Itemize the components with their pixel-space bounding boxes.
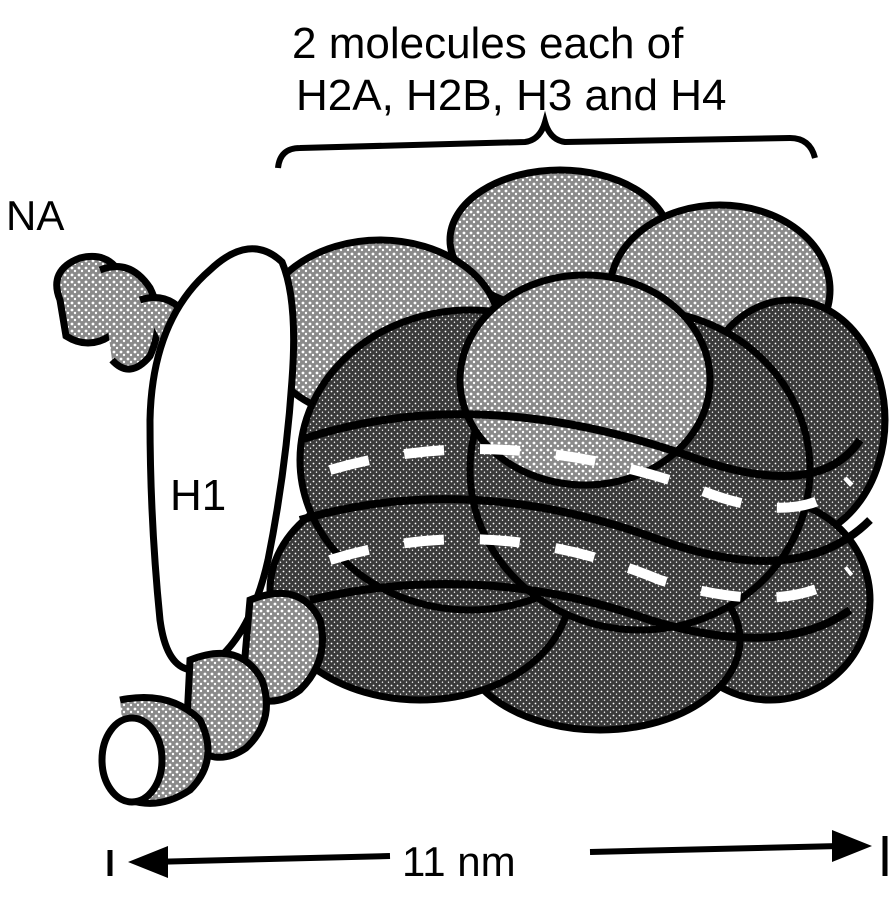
scale-arrow-right (832, 830, 872, 862)
octamer-brace (278, 122, 815, 168)
scale-arrow-left (128, 846, 168, 878)
histone-octamer (260, 170, 885, 730)
dna-label: NA (6, 192, 64, 239)
histone-caption-line1: 2 molecules each of (292, 19, 684, 68)
scale-label: 11 nm (402, 838, 516, 885)
h1-label: H1 (170, 471, 226, 520)
histone-caption-line2: H2A, H2B, H3 and H4 (296, 71, 726, 120)
scale-line-left (150, 856, 390, 862)
scale-line-right (590, 846, 840, 852)
